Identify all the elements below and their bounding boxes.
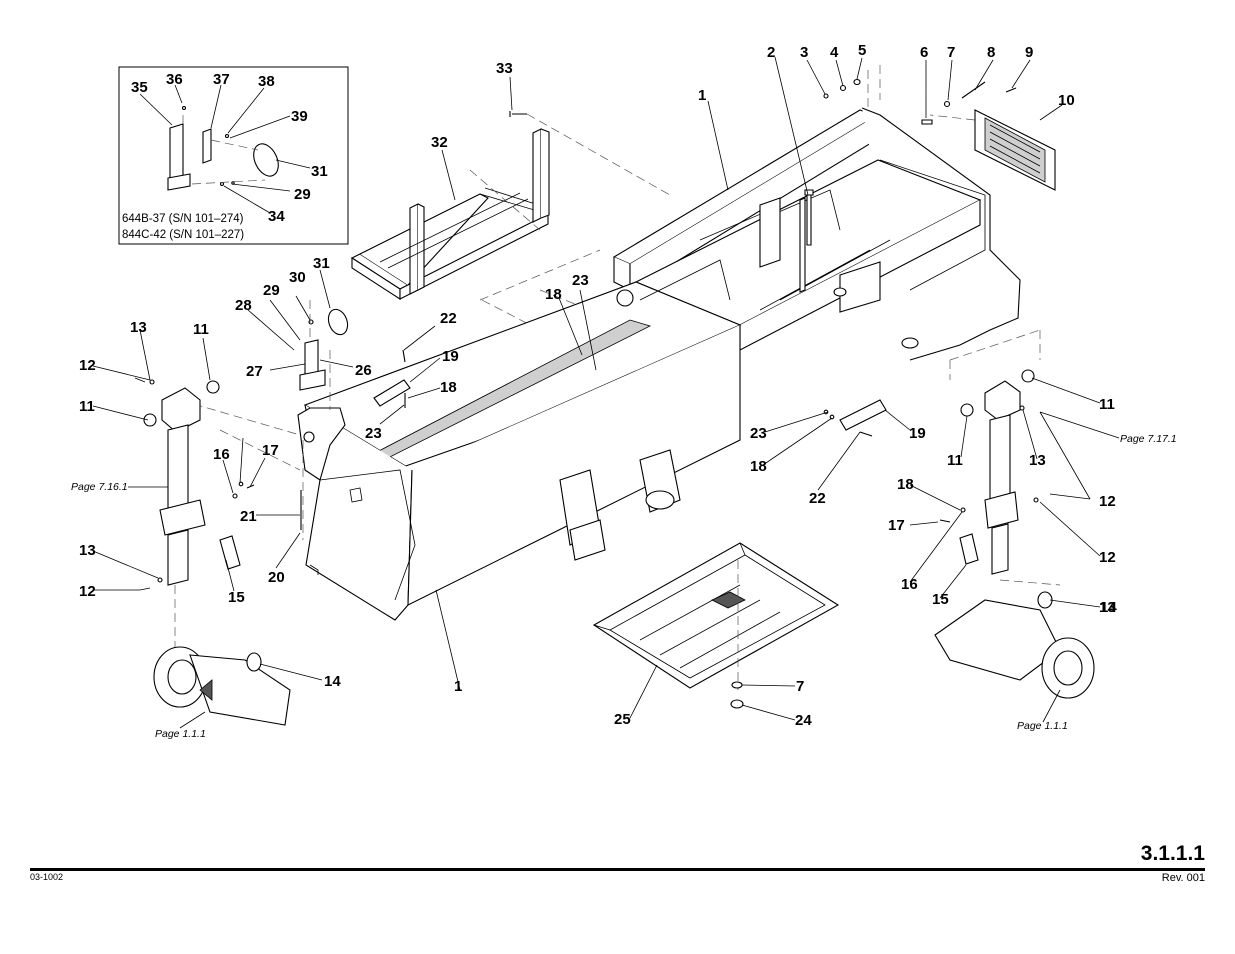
page-ref-left-axle: Page 1.1.1: [155, 728, 206, 740]
callout-14: 14: [1100, 599, 1117, 616]
callout-5: 5: [858, 42, 866, 59]
page-ref-right-axle: Page 1.1.1: [1017, 720, 1068, 732]
callout-11: 11: [1099, 396, 1115, 413]
callout-20: 20: [268, 569, 285, 586]
right-cylinder-assembly: [939, 329, 1041, 575]
right-axle: [934, 579, 1095, 699]
callout-1: 1: [698, 87, 706, 104]
callout-31: 31: [311, 163, 328, 180]
callout-19: 19: [442, 348, 459, 365]
callout-12: 12: [79, 583, 96, 600]
pin-19-right: [839, 399, 887, 431]
callout-16: 16: [213, 446, 230, 463]
callout-23: 23: [750, 425, 767, 442]
callout-3: 3: [800, 44, 808, 61]
callout-17: 17: [888, 517, 905, 534]
callout-29: 29: [294, 186, 311, 203]
page-references: Page 7.16.1 Page 1.1.1 Page 7.17.1 Page …: [71, 433, 1177, 740]
skid-plate-25: [592, 542, 840, 709]
page-ref-left-cylinder: Page 7.16.1: [71, 481, 128, 493]
callout-12: 12: [79, 357, 96, 374]
callout-13: 13: [1099, 599, 1116, 616]
callout-18: 18: [750, 458, 767, 475]
callout-15: 15: [932, 591, 949, 608]
callout-23: 23: [572, 272, 589, 289]
callout-34: 34: [268, 208, 285, 225]
callout-29: 29: [263, 282, 280, 299]
inset-box: 35 36 37 38 39 31 29 34 644B-37 (S/N 101…: [118, 66, 349, 245]
inset-model-line-2: 844C-42 (S/N 101–227): [122, 229, 244, 241]
callout-7: 7: [796, 678, 804, 695]
footer-rule: [30, 868, 1205, 871]
callout-7: 7: [947, 44, 955, 61]
callout-18: 18: [440, 379, 457, 396]
callout-13: 13: [130, 319, 147, 336]
doc-code: 03-1002: [30, 872, 64, 882]
callout-24: 24: [795, 712, 812, 729]
callout-21: 21: [240, 508, 257, 525]
callout-17: 17: [262, 442, 279, 459]
callout-30: 30: [289, 269, 306, 286]
grille-10: [974, 109, 1056, 191]
bolt-33: [509, 111, 527, 117]
left-cylinder-assembly: [134, 377, 241, 650]
callout-10: 10: [1058, 92, 1075, 109]
callout-35: 35: [131, 79, 148, 96]
callout-13: 13: [1029, 452, 1046, 469]
page-number: 3.1.1.1: [1140, 842, 1205, 865]
battery-tray-32: [350, 128, 550, 301]
callout-2: 2: [767, 44, 775, 61]
callout-33: 33: [496, 60, 513, 77]
callout-11: 11: [947, 452, 963, 469]
callout-12-right-lower: 12: [1099, 549, 1116, 566]
callout-37: 37: [213, 71, 230, 88]
revision-label: Rev. 001: [1161, 872, 1205, 884]
callout-15: 15: [228, 589, 245, 606]
callout-22: 22: [440, 310, 457, 327]
callout-12: 12: [1099, 493, 1116, 510]
callout-28: 28: [235, 297, 252, 314]
callout-14: 14: [324, 673, 341, 690]
callout-6: 6: [920, 44, 928, 61]
callout-8: 8: [987, 44, 995, 61]
callout-18: 18: [897, 476, 914, 493]
inset-model-line-1: 644B-37 (S/N 101–274): [122, 213, 244, 225]
callout-22: 22: [809, 490, 826, 507]
callout-26: 26: [355, 362, 372, 379]
left-axle: [153, 646, 291, 726]
callout-27: 27: [246, 363, 263, 380]
left-mount-parts: [179, 300, 411, 540]
page-ref-right-cylinder: Page 7.17.1: [1120, 433, 1177, 445]
callout-32: 32: [431, 134, 448, 151]
callout-11: 11: [79, 398, 95, 415]
callouts: 33 32 1 2 3 4 5 6 7 8 9 10 31 30 29 28 2…: [79, 42, 1117, 729]
main-frame-1: [297, 107, 1021, 621]
callout-13: 13: [79, 542, 96, 559]
inset-callouts: 35 36 37 38 39 31 29 34: [131, 71, 328, 225]
callout-18: 18: [545, 286, 562, 303]
callout-36: 36: [166, 71, 183, 88]
callout-4: 4: [830, 44, 839, 61]
callout-9: 9: [1025, 44, 1033, 61]
callout-16: 16: [901, 576, 918, 593]
callout-39: 39: [291, 108, 308, 125]
bolt-2: [804, 189, 814, 246]
callout-23: 23: [365, 425, 382, 442]
callout-11: 11: [193, 321, 209, 338]
leader-lines: [92, 56, 1120, 729]
callout-1: 1: [454, 678, 462, 695]
callout-25: 25: [614, 711, 631, 728]
callout-38: 38: [258, 73, 275, 90]
callout-19: 19: [909, 425, 926, 442]
callout-31: 31: [313, 255, 330, 272]
